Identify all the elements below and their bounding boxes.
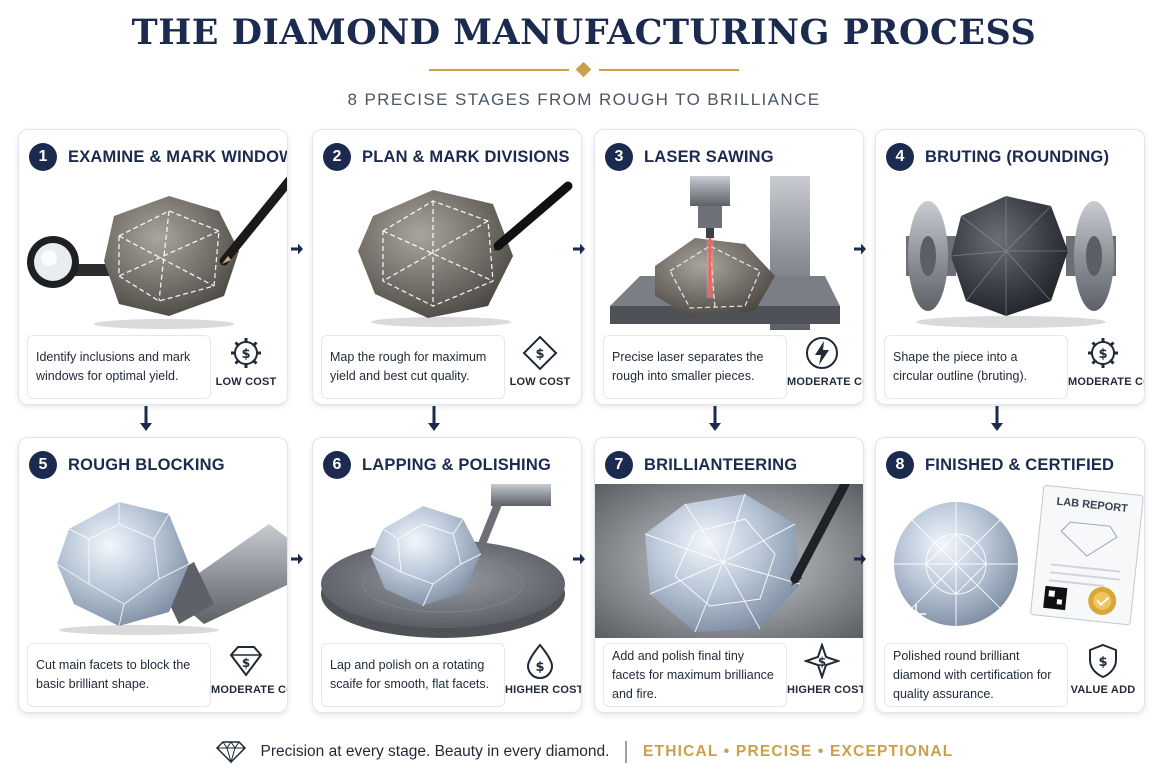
cost-label-4: MODERATE COST [1068, 376, 1144, 388]
step-number-7: 7 [605, 451, 633, 479]
step-description-3: Precise laser separates the rough into s… [603, 335, 787, 399]
page-title: THE DIAMOND MANUFACTURING PROCESS [131, 12, 1037, 53]
step-number-4: 4 [886, 143, 914, 171]
step-description-6: Lap and polish on a rotating scaife for … [321, 643, 505, 707]
arrow-down-icon [428, 406, 440, 431]
step-title-4: BRUTING (ROUNDING) [925, 147, 1110, 166]
cost-badge-8: $ VALUE ADD [1068, 643, 1138, 707]
step-number-3: 3 [605, 143, 633, 171]
step-description-2: Map the rough for maximum yield and best… [321, 335, 505, 399]
illustration-plan [313, 176, 581, 330]
step-card-3: 3 LASER SAWING Precise laser separates t… [594, 129, 864, 405]
cost-label-3: MODERATE COST [787, 376, 863, 388]
step-number-2: 2 [323, 143, 351, 171]
cost-badge-2: $ LOW COST [505, 335, 575, 399]
cost-badge-4: $ MODERATE COST [1068, 335, 1144, 399]
step-title-5: ROUGH BLOCKING [68, 455, 225, 474]
title-divider [429, 61, 739, 78]
svg-text:$: $ [818, 655, 826, 669]
cost-label-5: MODERATE COST [211, 684, 287, 696]
step-description-4: Shape the piece into a circular outline … [884, 335, 1068, 399]
arrow-right-icon [291, 553, 303, 565]
step-description-8: Polished round brilliant diamond with ce… [884, 643, 1068, 707]
cost-label-8: VALUE ADD [1070, 684, 1136, 696]
gear-dollar-icon: $ [1088, 338, 1118, 368]
illustration-blocking [19, 484, 287, 638]
gem-dollar-icon: $ [229, 646, 263, 677]
svg-text:$: $ [241, 347, 250, 362]
diamond-dollar-icon: $ [522, 335, 558, 371]
arrow-right-icon [291, 243, 303, 255]
footer-tagline: ETHICAL • PRECISE • EXCEPTIONAL [642, 743, 954, 760]
arrow-right-icon [854, 243, 866, 255]
step-description-1: Identify inclusions and mark windows for… [27, 335, 211, 399]
step-description-7: Add and polish final tiny facets for max… [603, 643, 787, 707]
step-card-7: 7 BRILLIANTEERING Add and polish final t… [594, 437, 864, 713]
lightning-icon [806, 337, 838, 369]
diamond-icon [215, 741, 246, 764]
footer: Precision at every stage. Beauty in ever… [0, 736, 1168, 768]
cost-label-2: LOW COST [509, 376, 571, 388]
step-title-6: LAPPING & POLISHING [362, 455, 551, 474]
step-number-8: 8 [886, 451, 914, 479]
cost-label-6: HIGHER COST [505, 684, 582, 696]
cost-label-1: LOW COST [215, 376, 277, 388]
svg-text:$: $ [535, 347, 544, 362]
step-number-6: 6 [323, 451, 351, 479]
arrow-down-icon [991, 406, 1003, 431]
arrow-right-icon [573, 553, 585, 565]
cost-badge-3: MODERATE COST [787, 335, 863, 399]
drop-dollar-icon: $ [526, 643, 554, 679]
step-card-8: 8 FINISHED & CERTIFIED LAB REPORT P [875, 437, 1145, 713]
step-card-2: 2 PLAN & MARK DIVISIONS Map the rough fo… [312, 129, 582, 405]
illustration-lapping [313, 484, 581, 638]
step-card-4: 4 BRUTING (ROUNDING) Shape the piece int… [875, 129, 1145, 405]
step-title-2: PLAN & MARK DIVISIONS [362, 147, 570, 166]
svg-text:$: $ [1098, 347, 1107, 362]
arrow-right-icon [573, 243, 585, 255]
step-title-8: FINISHED & CERTIFIED [925, 455, 1115, 474]
arrow-down-icon [140, 406, 152, 431]
step-number-5: 5 [29, 451, 57, 479]
arrow-right-icon [854, 553, 866, 565]
step-card-1: 1 EXAMINE & MARK WINDOWS Identify inclus… [18, 129, 288, 405]
cost-badge-5: $ MODERATE COST [211, 643, 287, 707]
step-title-7: BRILLIANTEERING [644, 455, 798, 474]
footer-text: Precision at every stage. Beauty in ever… [260, 743, 610, 760]
step-card-5: 5 ROUGH BLOCKING Cut main facets to bloc… [18, 437, 288, 713]
step-card-6: 6 LAPPING & POLISHING Lap and polish on … [312, 437, 582, 713]
cost-label-7: HIGHER COST [787, 684, 864, 696]
svg-text:$: $ [242, 656, 250, 670]
illustration-brillianteering [595, 484, 863, 638]
cost-badge-7: $ HIGHER COST [787, 643, 864, 707]
illustration-examine [19, 176, 287, 330]
arrow-down-icon [709, 406, 721, 431]
step-title-1: EXAMINE & MARK WINDOWS [68, 147, 288, 166]
divider-diamond-icon [575, 61, 592, 78]
cost-badge-1: $ LOW COST [211, 335, 281, 399]
page-subtitle: 8 PRECISE STAGES FROM ROUGH TO BRILLIANC… [347, 90, 821, 109]
step-number-1: 1 [29, 143, 57, 171]
sparkle-dollar-icon: $ [804, 643, 840, 679]
illustration-bruting [876, 176, 1144, 330]
shield-dollar-icon: $ [1089, 643, 1117, 679]
footer-separator [625, 741, 627, 763]
svg-text:$: $ [1098, 655, 1107, 670]
illustration-finished: LAB REPORT [876, 484, 1144, 638]
svg-text:$: $ [535, 660, 544, 675]
illustration-laser [595, 176, 863, 330]
cost-badge-6: $ HIGHER COST [505, 643, 582, 707]
gear-dollar-icon: $ [231, 338, 261, 368]
step-title-3: LASER SAWING [644, 147, 774, 166]
step-description-5: Cut main facets to block the basic brill… [27, 643, 211, 707]
